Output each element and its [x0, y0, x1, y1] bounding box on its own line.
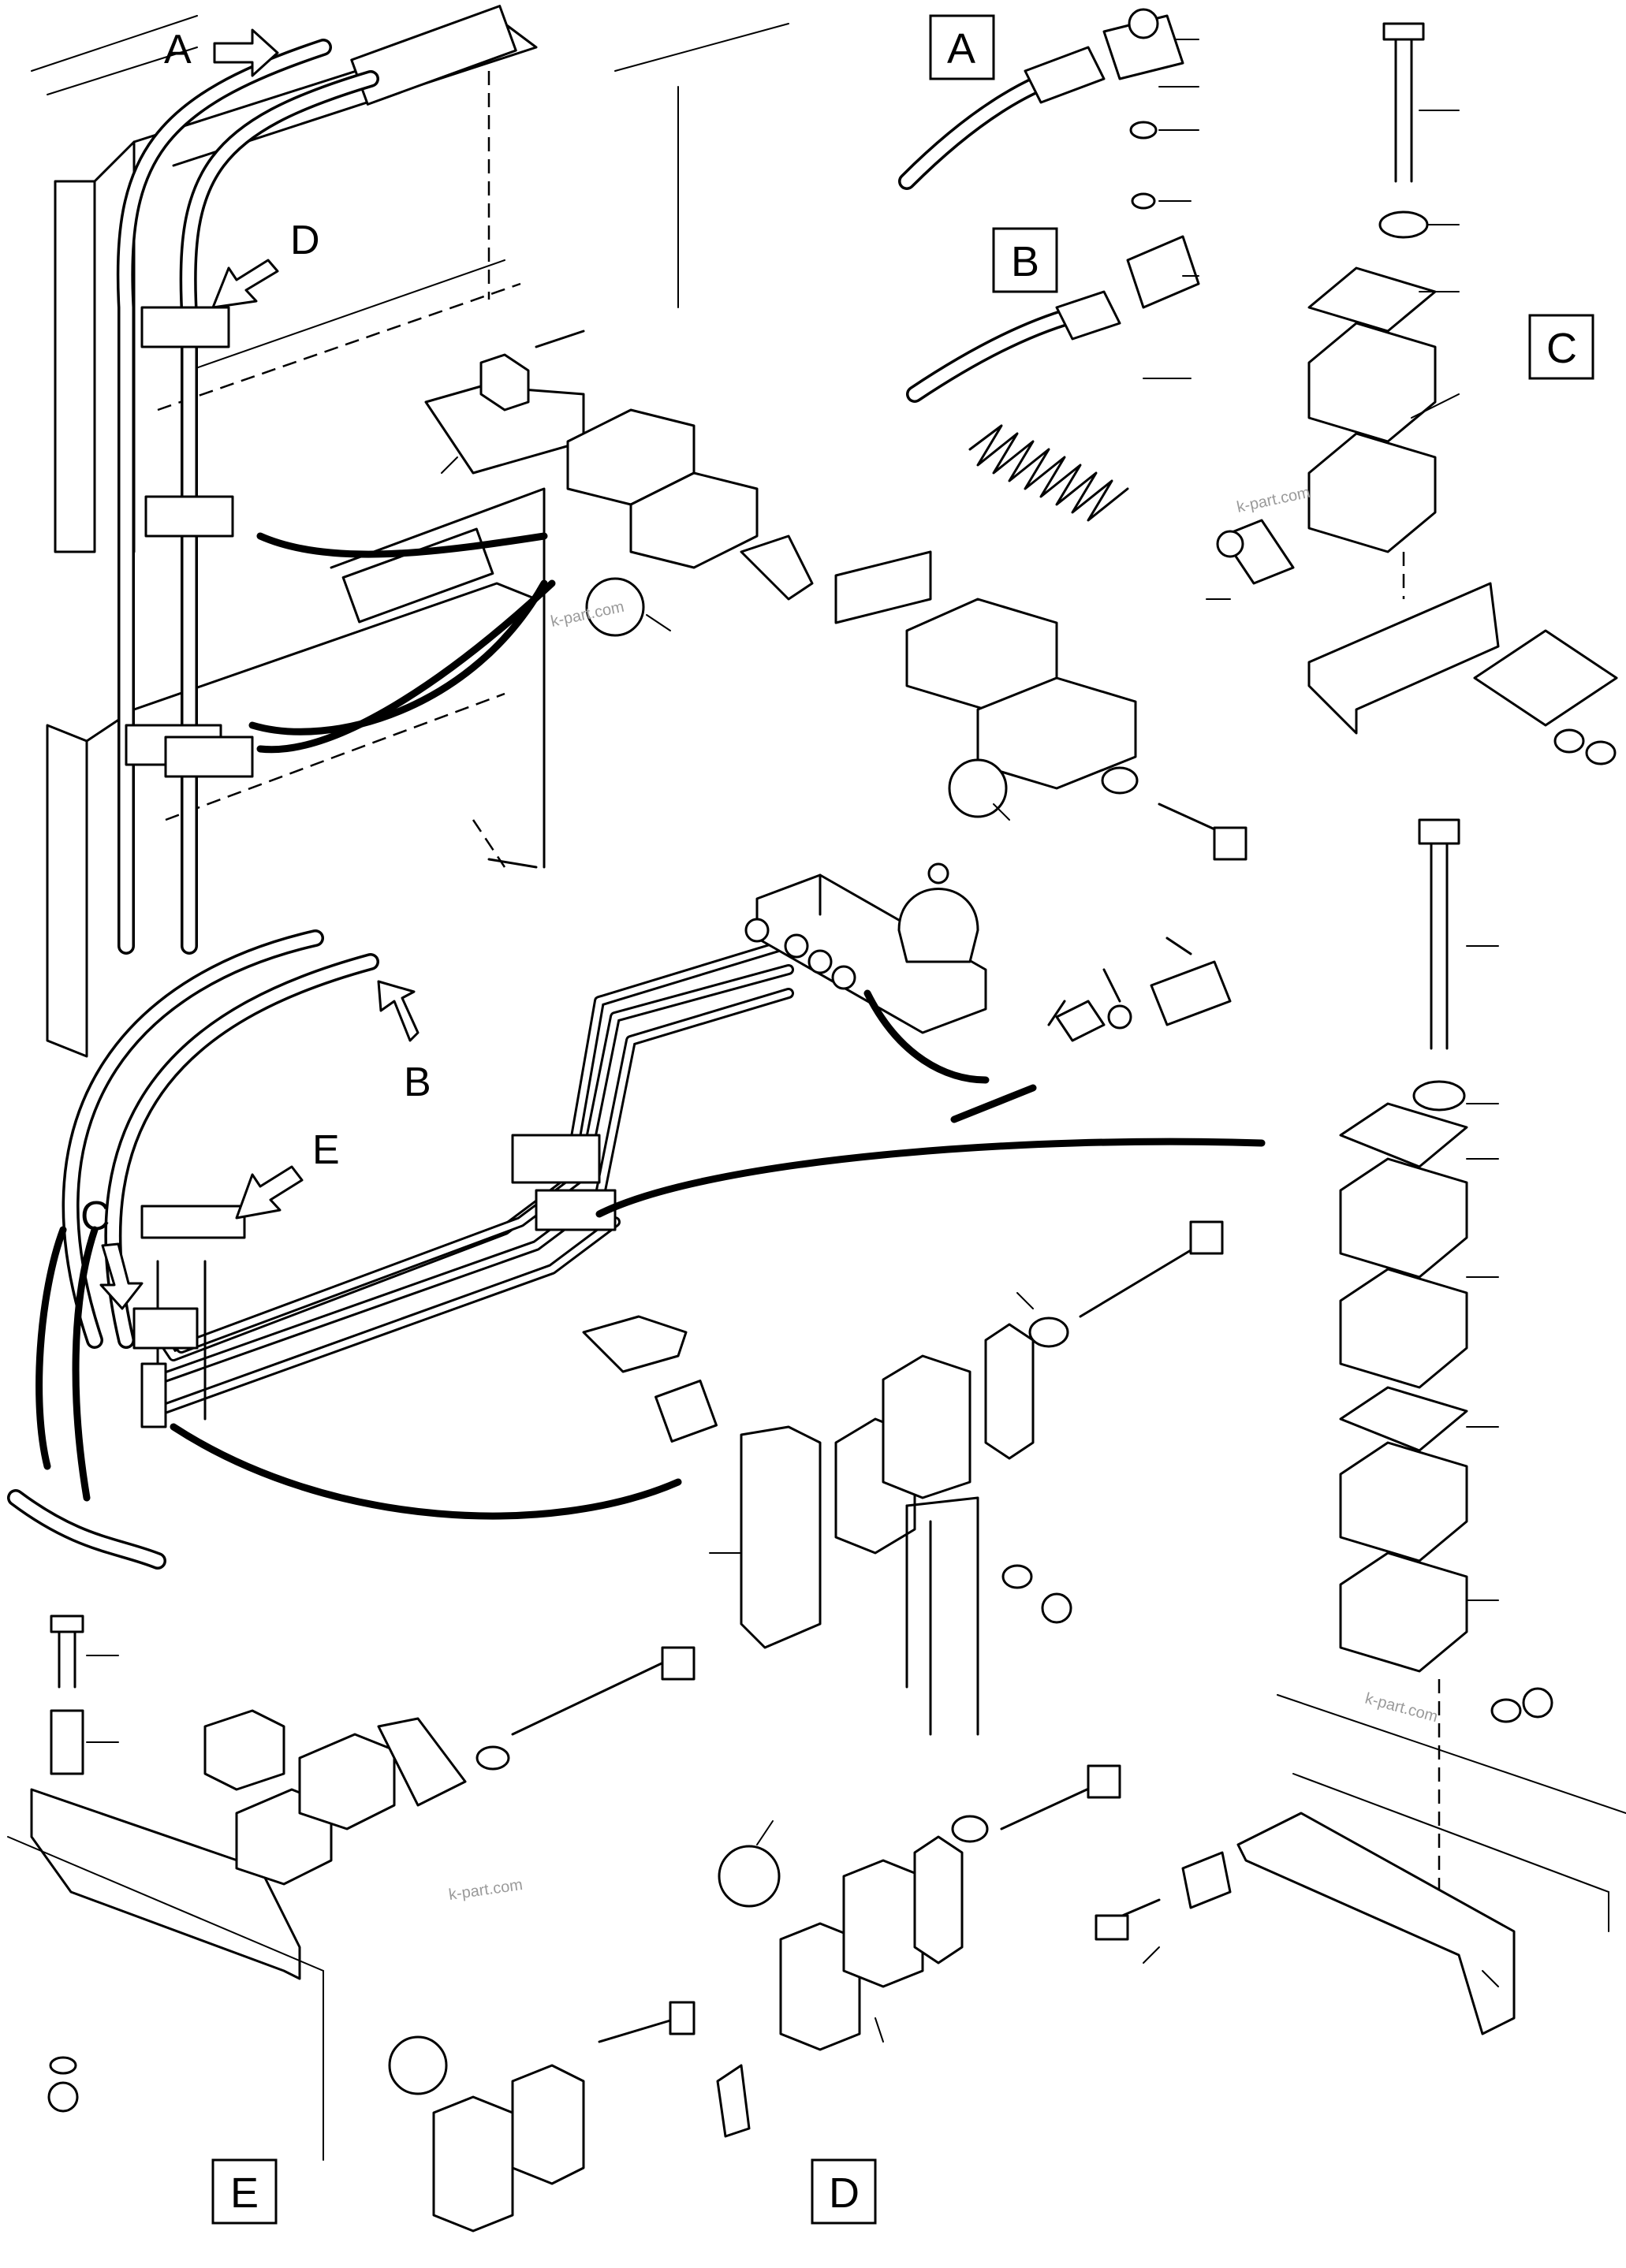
watermark: k-part.com	[448, 1876, 524, 1904]
callout-label-a: A	[164, 27, 192, 73]
arrow-d-icon	[211, 259, 279, 309]
callout-arrows	[99, 28, 420, 1310]
callout-label-d: D	[290, 218, 320, 263]
arrow-b-icon	[377, 980, 420, 1042]
callout-label-c: C	[80, 1194, 110, 1239]
arrow-c-icon	[99, 1242, 144, 1310]
watermark: k-part.com	[1363, 1690, 1440, 1726]
middle-bracket-group	[582, 1220, 1224, 1736]
detail-c-group	[1206, 22, 1618, 765]
callout-label-b: B	[404, 1060, 431, 1105]
hose-routing	[7, 39, 379, 1570]
detail-label-c: C	[1546, 325, 1577, 372]
callout-label-e: E	[312, 1127, 340, 1173]
arrow-e-icon	[235, 1165, 304, 1220]
detail-e-box	[211, 2158, 278, 2225]
detail-label-b: B	[1011, 238, 1039, 285]
detail-a-group	[898, 8, 1199, 190]
detail-d-group	[388, 1764, 1121, 2233]
frame-clamps	[125, 306, 617, 1428]
bottom-right-bracket	[1095, 1687, 1626, 2035]
upper-clamp-group	[424, 330, 1247, 861]
detail-label-e: E	[230, 2169, 259, 2217]
detail-e-group	[7, 1614, 696, 2225]
right-bolt-stack	[1339, 818, 1499, 1900]
detail-label-d: D	[829, 2169, 860, 2217]
cooler-frame	[31, 5, 789, 1058]
detail-b-group	[906, 192, 1200, 522]
manifold-block	[744, 862, 987, 1034]
detail-label-a: A	[947, 25, 975, 73]
detail-d-box	[811, 2158, 877, 2225]
detail-c-box	[1528, 314, 1594, 380]
detail-leader-curves	[35, 532, 1266, 1520]
arrow-a-icon	[213, 28, 279, 77]
detail-b-box	[992, 227, 1058, 293]
watermark: k-part.com	[1235, 484, 1311, 516]
detail-a-box	[929, 14, 995, 80]
union-fitting-group	[950, 937, 1232, 1123]
